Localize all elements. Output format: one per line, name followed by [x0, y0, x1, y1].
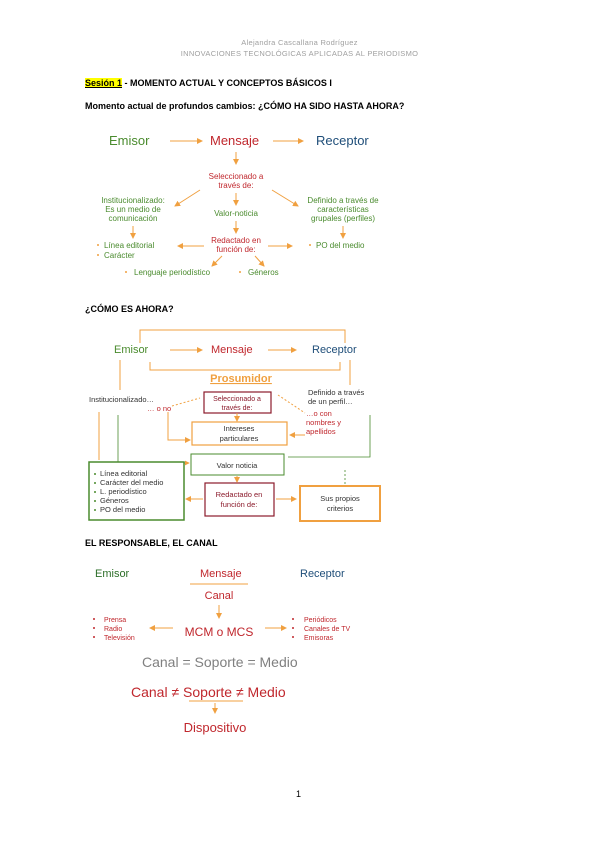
s2-ocon-1: …o con [306, 409, 332, 418]
s3-equal: Canal = Soporte = Medio [142, 654, 298, 670]
s3-soporte-1: Periódicos [304, 617, 337, 624]
s2-propios-1: Sus propios [320, 494, 360, 503]
s2-intereses-1: Intereses [224, 424, 255, 433]
s3-canal: Canal [205, 590, 234, 602]
s2-mensaje: Mensaje [211, 344, 253, 356]
session-rest: - MOMENTO ACTUAL Y CONCEPTOS BÁSICOS I [122, 78, 332, 88]
session-title: Sesión 1 - MOMENTO ACTUAL Y CONCEPTOS BÁ… [85, 78, 332, 88]
s3-medio-3: Televisión [104, 635, 135, 642]
s2-lista-4: Géneros [100, 496, 129, 505]
s2-emisor: Emisor [114, 344, 149, 356]
s2-lista-1: Línea editorial [100, 469, 147, 478]
s3-notequal: Canal ≠ Soporte ≠ Medio [131, 684, 286, 700]
s1-po: PO del medio [316, 241, 365, 250]
section1-heading: Momento actual de profundos cambios: ¿CÓ… [85, 101, 405, 111]
diagram-now: Emisor Mensaje Receptor Prosumidor Insti… [88, 329, 381, 522]
s1-seleccionado-1: Seleccionado a [209, 172, 264, 181]
s1-linea: Línea editorial [104, 241, 154, 250]
s2-lista-5: PO del medio [100, 505, 145, 514]
s3-medio-2: Radio [104, 626, 122, 633]
s2-intereses-2: particulares [220, 434, 259, 443]
s1-emisor: Emisor [109, 133, 150, 148]
s3-dispositivo: Dispositivo [184, 720, 247, 735]
s2-propios-2: criterios [327, 504, 354, 513]
s1-mensaje: Mensaje [210, 133, 259, 148]
page-number: 1 [296, 789, 302, 799]
s2-redactado-2: función de: [221, 500, 258, 509]
s1-redactado-1: Redactado en [211, 236, 261, 245]
s3-soporte-3: Emisoras [304, 635, 334, 642]
s2-lista-2: Carácter del medio [100, 478, 163, 487]
s1-caracter: Carácter [104, 251, 135, 260]
section2-heading: ¿CÓMO ES AHORA? [85, 304, 174, 314]
s3-mensaje: Mensaje [200, 568, 242, 580]
section3-heading: EL RESPONSABLE, EL CANAL [85, 538, 218, 548]
s2-ocon-3: apellidos [306, 427, 336, 436]
s2-definido-1: Definido a través [308, 388, 365, 397]
s1-generos: Géneros [248, 268, 279, 277]
s2-valor: Valor noticia [217, 461, 259, 470]
s1-lenguaje: Lenguaje periodístico [134, 268, 211, 277]
s1-seleccionado-2: través de: [218, 181, 253, 190]
s3-receptor: Receptor [300, 568, 345, 580]
session-label: Sesión 1 [85, 78, 123, 88]
s2-ocon-2: nombres y [306, 418, 341, 427]
s1-definido-3: grupales (perfiles) [311, 214, 375, 223]
s3-mcm: MCM o MCS [185, 625, 254, 639]
s2-prosumidor: Prosumidor [210, 373, 272, 385]
s1-receptor: Receptor [316, 133, 369, 148]
diagram-channel: Emisor Mensaje Receptor Canal MCM o MCS … [93, 568, 351, 735]
diagram-before: Emisor Mensaje Receptor Seleccionado a t… [97, 133, 379, 277]
s1-redactado-2: función de: [216, 245, 255, 254]
header-course: INNOVACIONES TECNOLÓGICAS APLICADAS AL P… [180, 49, 419, 58]
s1-definido-1: Definido a través de [307, 196, 379, 205]
s2-institucional: Institucionalizado… [89, 395, 154, 404]
s1-institucional-2: Es un medio de [105, 205, 161, 214]
s2-redactado-1: Redactado en [216, 490, 263, 499]
s3-emisor: Emisor [95, 568, 130, 580]
s2-seleccionado-2: través de: [222, 405, 253, 412]
s1-institucional-3: comunicación [109, 214, 158, 223]
s1-valor: Valor-noticia [214, 209, 258, 218]
s2-receptor: Receptor [312, 344, 357, 356]
s1-definido-2: características [317, 205, 369, 214]
s2-seleccionado-1: Seleccionado a [213, 396, 261, 403]
s2-ono: … o no [147, 404, 171, 413]
s3-soporte-2: Canales de TV [304, 626, 351, 633]
s2-definido-2: de un perfil… [308, 397, 353, 406]
s1-institucional-1: Institucionalizado: [101, 196, 165, 205]
s2-lista-3: L. periodístico [100, 487, 147, 496]
header-author: Alejandra Cascallana Rodríguez [241, 38, 358, 47]
s3-medio-1: Prensa [104, 617, 126, 624]
